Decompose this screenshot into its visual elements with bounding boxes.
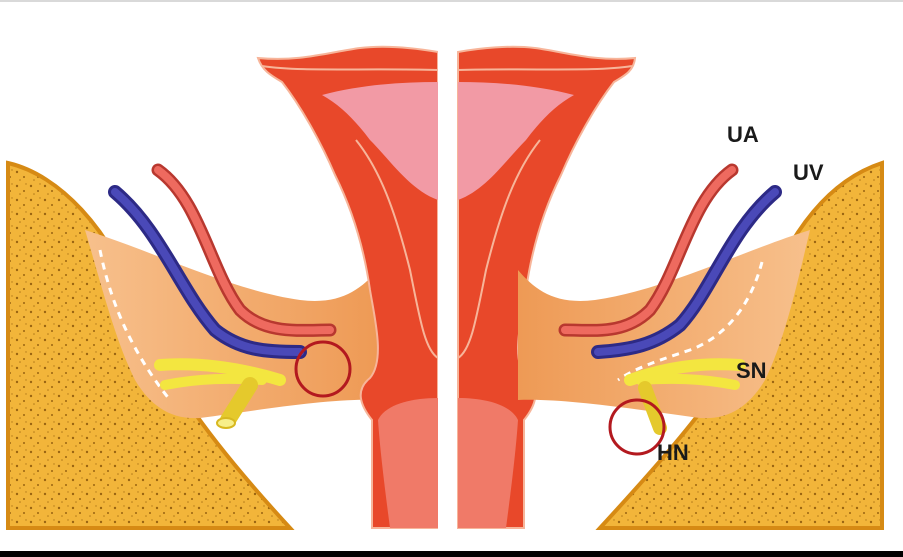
label-hn: HN (657, 440, 689, 465)
label-ua: UA (727, 122, 759, 147)
label-uv: UV (793, 160, 824, 185)
left-uterus (258, 47, 438, 528)
left-half (8, 163, 378, 528)
center-divider (438, 40, 458, 530)
right-uterus (458, 47, 635, 528)
bottom-border (0, 551, 903, 557)
label-sn: SN (736, 358, 767, 383)
right-half (518, 163, 882, 528)
